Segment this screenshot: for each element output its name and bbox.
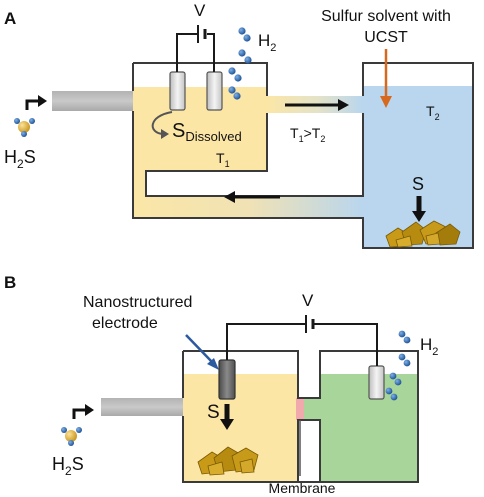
inlet-curved-arrow-b: [72, 404, 94, 419]
voltage-label-a: V: [194, 1, 206, 20]
h2s-molecule-b: [61, 427, 82, 446]
nanostructured-label-line1: Nanostructured: [83, 294, 192, 311]
nanostructured-electrode-b: [218, 359, 236, 400]
solvent-label-line2: UCST: [364, 29, 408, 46]
battery-symbol-b: [305, 315, 315, 333]
s-dissolved-label: SDissolved: [172, 120, 242, 144]
t2-label: T2: [426, 103, 440, 122]
h2-label-a: H2: [258, 31, 276, 54]
solvent-arrow: [380, 49, 392, 108]
circuit-wire-b: [226, 323, 378, 366]
s-label-b: S: [207, 402, 220, 423]
sulfur-crystals-a: [385, 220, 461, 248]
down-arrow-b: [220, 404, 234, 430]
flow-arrow-right-a: [285, 99, 349, 111]
panel-a-label: A: [4, 9, 16, 28]
vessel-outline-b: [182, 350, 419, 483]
counter-electrode-b: [368, 365, 385, 400]
battery-symbol-a: [197, 25, 207, 43]
flow-arrow-left-a: [224, 191, 280, 203]
nanostructured-label-line2: electrode: [92, 315, 158, 332]
vessel-outline-a: [132, 62, 474, 249]
dissolve-curved-arrow: [151, 111, 173, 139]
circuit-wire-a: [176, 33, 215, 72]
anode-reactor-a: [133, 87, 363, 218]
crystallizer-tank-a: [363, 86, 473, 248]
electrode-left-a: [169, 71, 186, 111]
h2-bubbles-a: [228, 27, 252, 100]
sulfur-crystals-b: [197, 446, 259, 476]
membrane-label: Membrane: [269, 480, 336, 496]
inlet-pipe-b: [101, 398, 183, 416]
electrode-pointer-arrow: [185, 334, 219, 370]
s-precipitate-label-a: S: [412, 174, 424, 194]
temperature-comparison-label: T1>T2: [290, 125, 325, 144]
inlet-curved-arrow-a: [25, 95, 47, 110]
inlet-pipe-a: [52, 91, 134, 111]
solvent-label-line1: Sulfur solvent with: [321, 8, 451, 25]
electrode-right-a: [206, 71, 223, 111]
cathode-compartment-b: [304, 374, 418, 482]
h2-bubbles-b: [385, 330, 411, 401]
panel-b-label: B: [4, 273, 16, 292]
down-arrow-a: [412, 196, 426, 222]
membrane: [296, 398, 304, 420]
h2s-label-a: H2S: [4, 147, 36, 171]
t1-label: T1: [216, 150, 230, 169]
voltage-label-b: V: [302, 291, 314, 310]
h2s-label-b: H2S: [52, 454, 84, 478]
h2s-molecule-a: [14, 118, 35, 137]
h2-label-b: H2: [420, 335, 438, 358]
